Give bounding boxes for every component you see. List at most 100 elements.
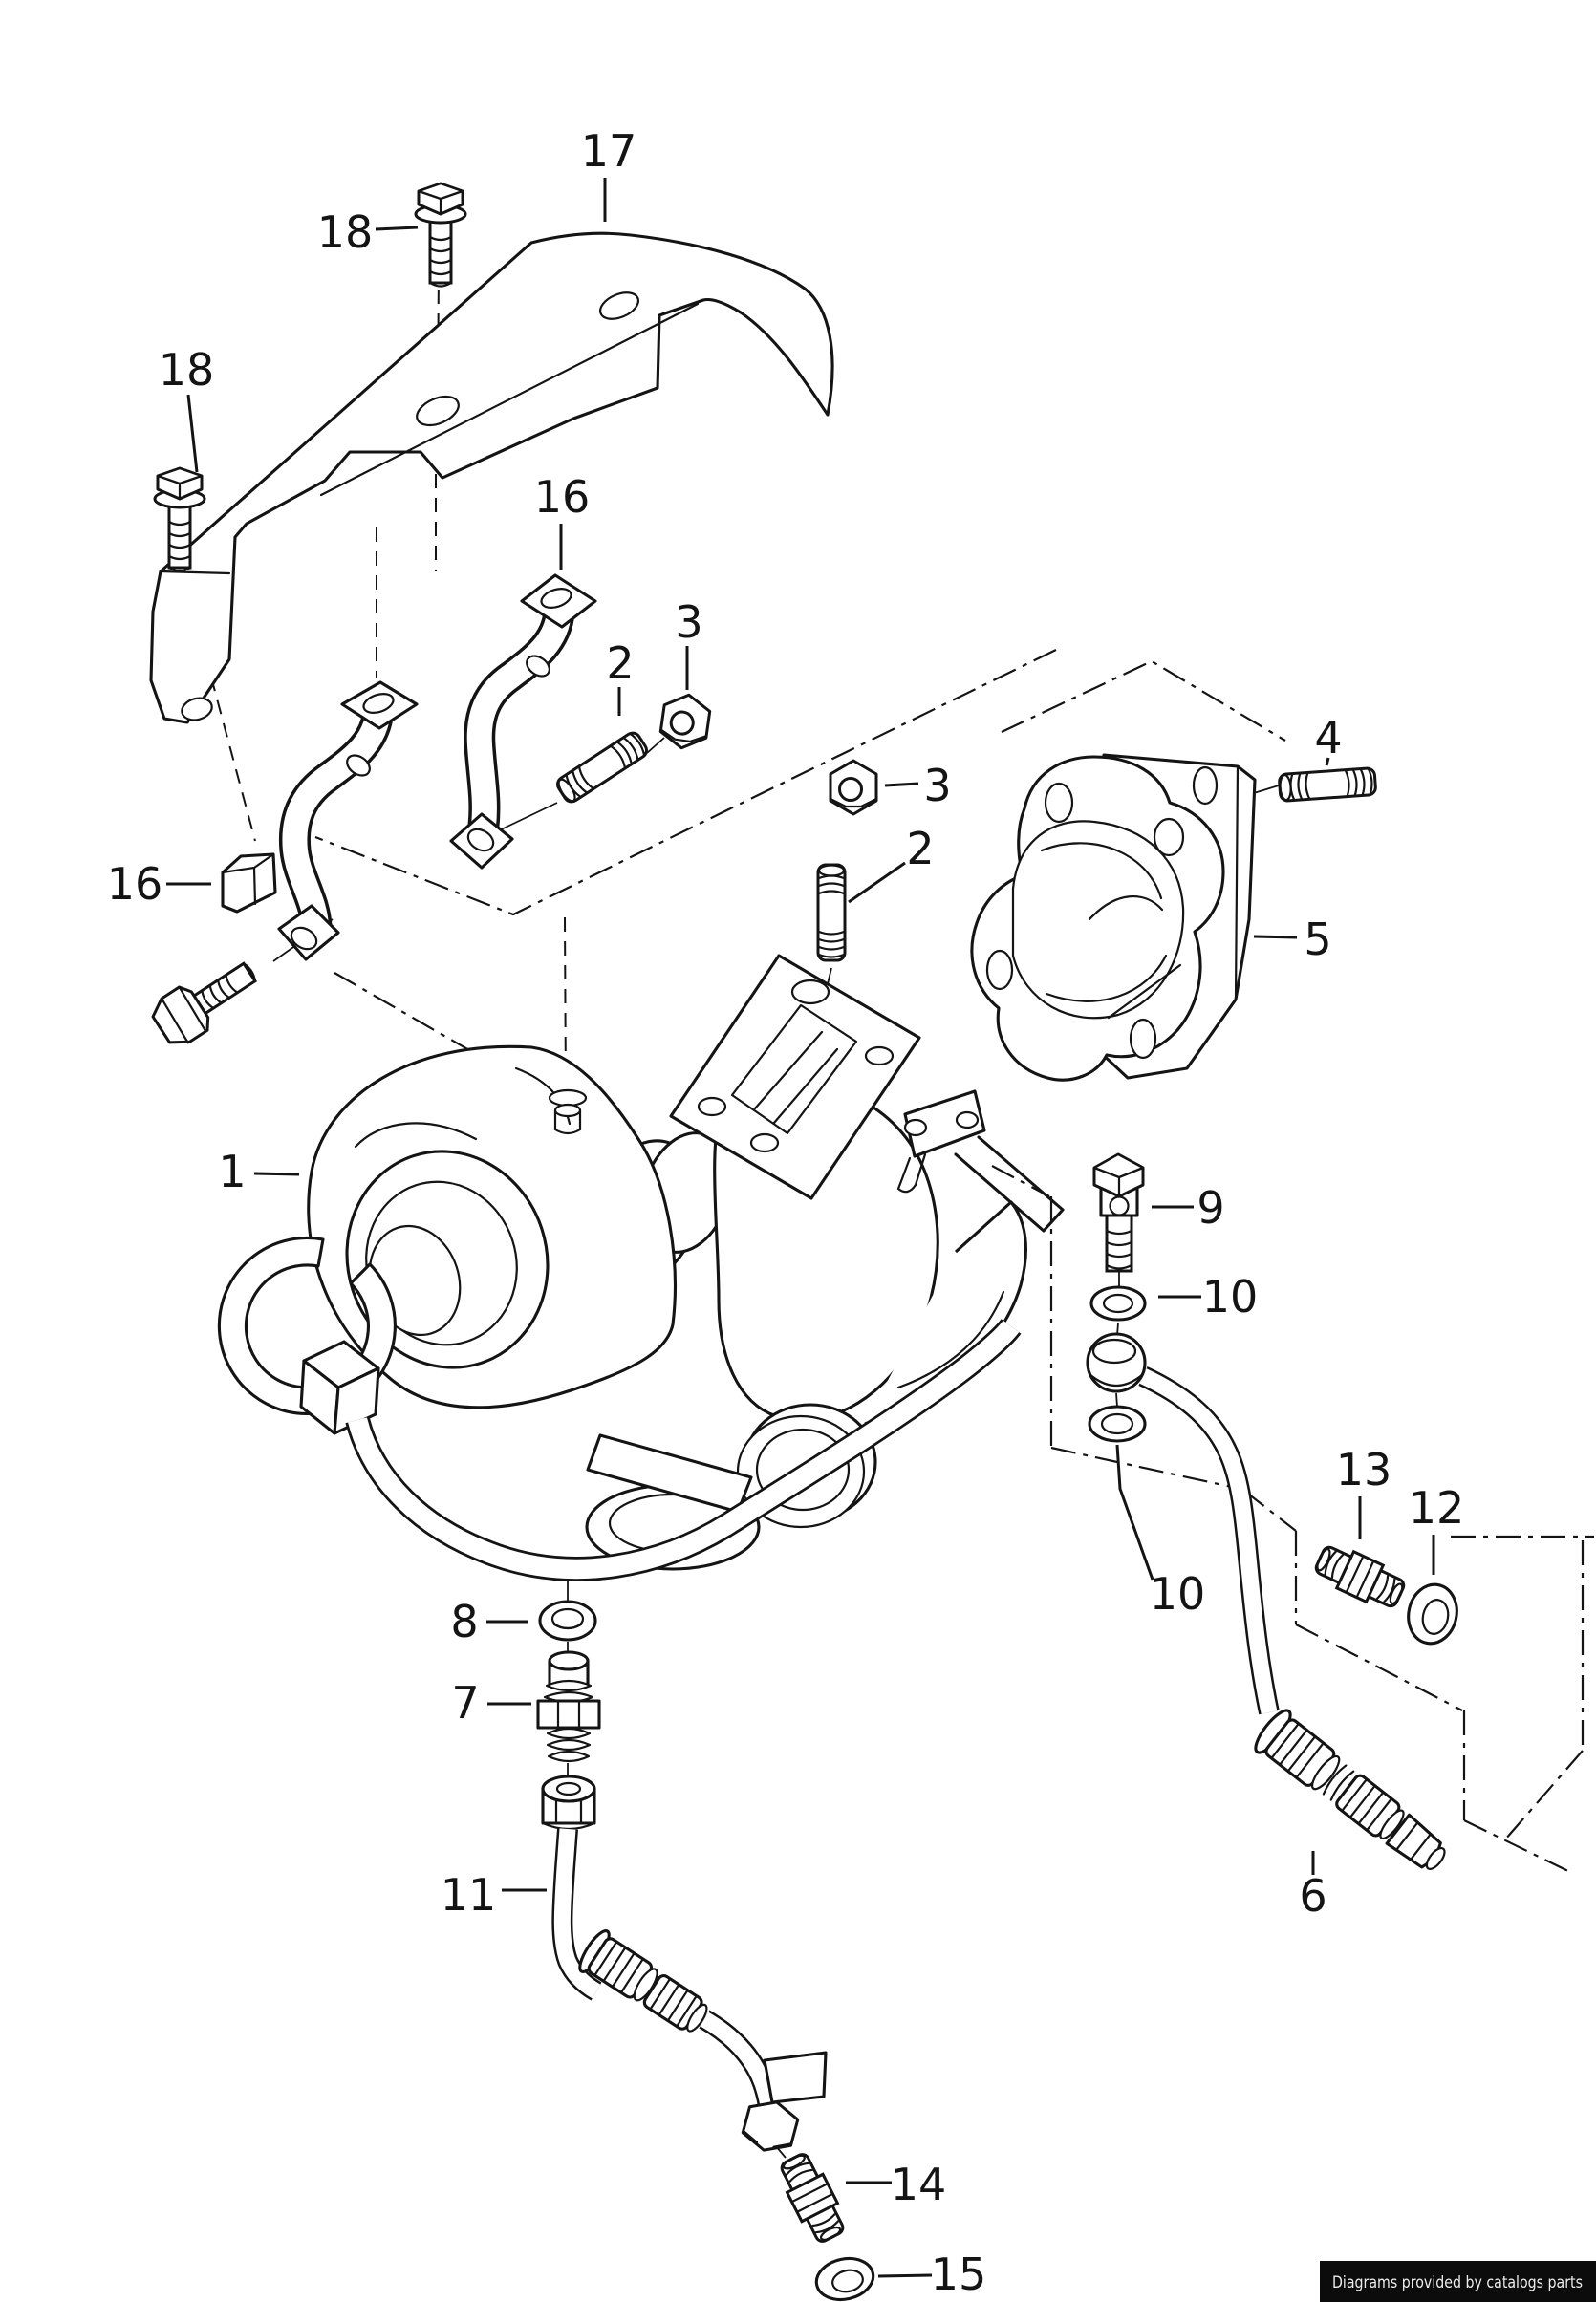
part-number-11: 11 (441, 1869, 497, 1921)
part-number-7: 7 (451, 1677, 479, 1729)
part-number-4: 4 (1314, 712, 1342, 764)
heat-shield-hole (599, 291, 639, 320)
flange-hole (864, 1045, 895, 1066)
flange-opening (1011, 820, 1185, 1020)
part-number-16: 16 (534, 471, 591, 523)
flare-nut (741, 2100, 800, 2152)
watermark-background (1320, 2261, 1596, 2302)
oil-feed-washer (548, 1088, 588, 1108)
threaded-union (536, 1650, 601, 1763)
actuator-bracket (903, 1089, 986, 1158)
bracket-hole (362, 693, 395, 714)
inlet-port-hatch (753, 1030, 839, 1125)
support-bracket (282, 697, 391, 939)
oil-supply-pipe (345, 1318, 1022, 1581)
outlet-block (333, 1366, 380, 1435)
fitting-cut-box (1243, 1490, 1573, 1874)
stud-axis-line (827, 967, 832, 985)
bracket-hole (540, 588, 572, 609)
braided-hose (578, 1929, 708, 2033)
flange-plate-hole (1192, 765, 1219, 806)
wrench-tab (763, 2051, 828, 2104)
part-number-9: 9 (1197, 1182, 1224, 1234)
shield-bolt-18 (414, 182, 467, 288)
leader-line-part-18 (186, 394, 199, 473)
bracket-hole (290, 926, 318, 951)
part-number-1: 1 (218, 1146, 246, 1197)
part-number-13: 13 (1336, 1444, 1392, 1495)
threaded-fitting (772, 2147, 852, 2248)
flange-hole (749, 1132, 780, 1153)
leader-line-part-3 (884, 782, 919, 787)
braided-coupling (1254, 1709, 1446, 1870)
actuator-bracket-hole (955, 1110, 980, 1129)
outlet-elbow-edge (896, 1290, 1005, 1389)
part-number-10: 10 (1150, 1568, 1206, 1620)
gasket-hole (1153, 817, 1185, 857)
part-number-6: 6 (1299, 1870, 1326, 1922)
heat-shield-group (149, 182, 834, 724)
part-number-14: 14 (891, 2159, 947, 2210)
stud-2 (552, 728, 652, 807)
heat-shield-edge (159, 535, 237, 661)
leader-line-part-15 (877, 2273, 933, 2278)
gasket-hole (1044, 782, 1074, 824)
threaded-fitting (1309, 1538, 1411, 1616)
seal-washer (1100, 1412, 1134, 1435)
flange-opening-scroll (1040, 842, 1168, 1002)
heat-shield-fold-line (319, 302, 700, 497)
leader-line-part-2 (848, 861, 906, 904)
actuator-arm (954, 1135, 1065, 1233)
stud-2 (816, 863, 847, 962)
bracket-group (151, 573, 1378, 1044)
heat-shield-hole (416, 395, 460, 427)
cut-plane-line (334, 972, 522, 1081)
part-number-15: 15 (931, 2248, 987, 2300)
flare-nut (541, 1775, 596, 1831)
flange-group (970, 753, 1257, 1082)
inlet-port (730, 1003, 858, 1135)
mount-block (221, 852, 277, 914)
actuator-rod (896, 1152, 927, 1194)
part-number-2: 2 (906, 823, 934, 874)
leader-line-part-1 (253, 1172, 300, 1176)
bracket-hole (466, 828, 495, 852)
bolt-axis-line (185, 584, 256, 842)
gasket-hole (985, 949, 1014, 991)
mount-block-edge (221, 852, 275, 906)
oil-feed-line-group (1086, 1152, 1458, 1870)
oil-feed-boss (553, 1108, 582, 1135)
banjo-bolt (1092, 1152, 1145, 1273)
heat-shield-hole (181, 697, 213, 721)
turbocharger-group (217, 954, 1065, 1571)
oil-return-group (536, 1600, 875, 2302)
part-number-18: 18 (317, 206, 374, 258)
part-number-10: 10 (1202, 1271, 1259, 1323)
stud-4 (1277, 766, 1378, 803)
bracket-slot (526, 655, 550, 678)
stud-axis-line (492, 737, 665, 834)
leader-line-part-10 (1115, 1444, 1154, 1581)
gasket-hole (1129, 1018, 1157, 1060)
hex-nut-3 (829, 759, 878, 816)
seal-washer (1102, 1293, 1134, 1314)
leader-line-part-5 (1253, 935, 1298, 939)
actuator-bracket-hole (903, 1118, 928, 1137)
hex-nut-3 (657, 690, 714, 753)
flange-plate-edge (1234, 764, 1257, 1001)
leader-line-part-4 (1325, 757, 1330, 766)
hose-end-cut-box (1451, 1535, 1594, 1840)
watermark-label: Diagrams provided by catalogs parts (1332, 2273, 1583, 2292)
cut-plane-line (314, 649, 1057, 916)
compressor-scroll-line (354, 1122, 478, 1149)
bracket-bolt (151, 961, 258, 1044)
part-number-3: 3 (923, 760, 951, 811)
watermark: Diagrams provided by catalogs parts (1320, 2261, 1596, 2302)
bracket-slot (346, 754, 371, 777)
seal-washer (831, 2269, 864, 2293)
heat-shield (149, 231, 834, 724)
part-number-16: 16 (107, 858, 163, 910)
